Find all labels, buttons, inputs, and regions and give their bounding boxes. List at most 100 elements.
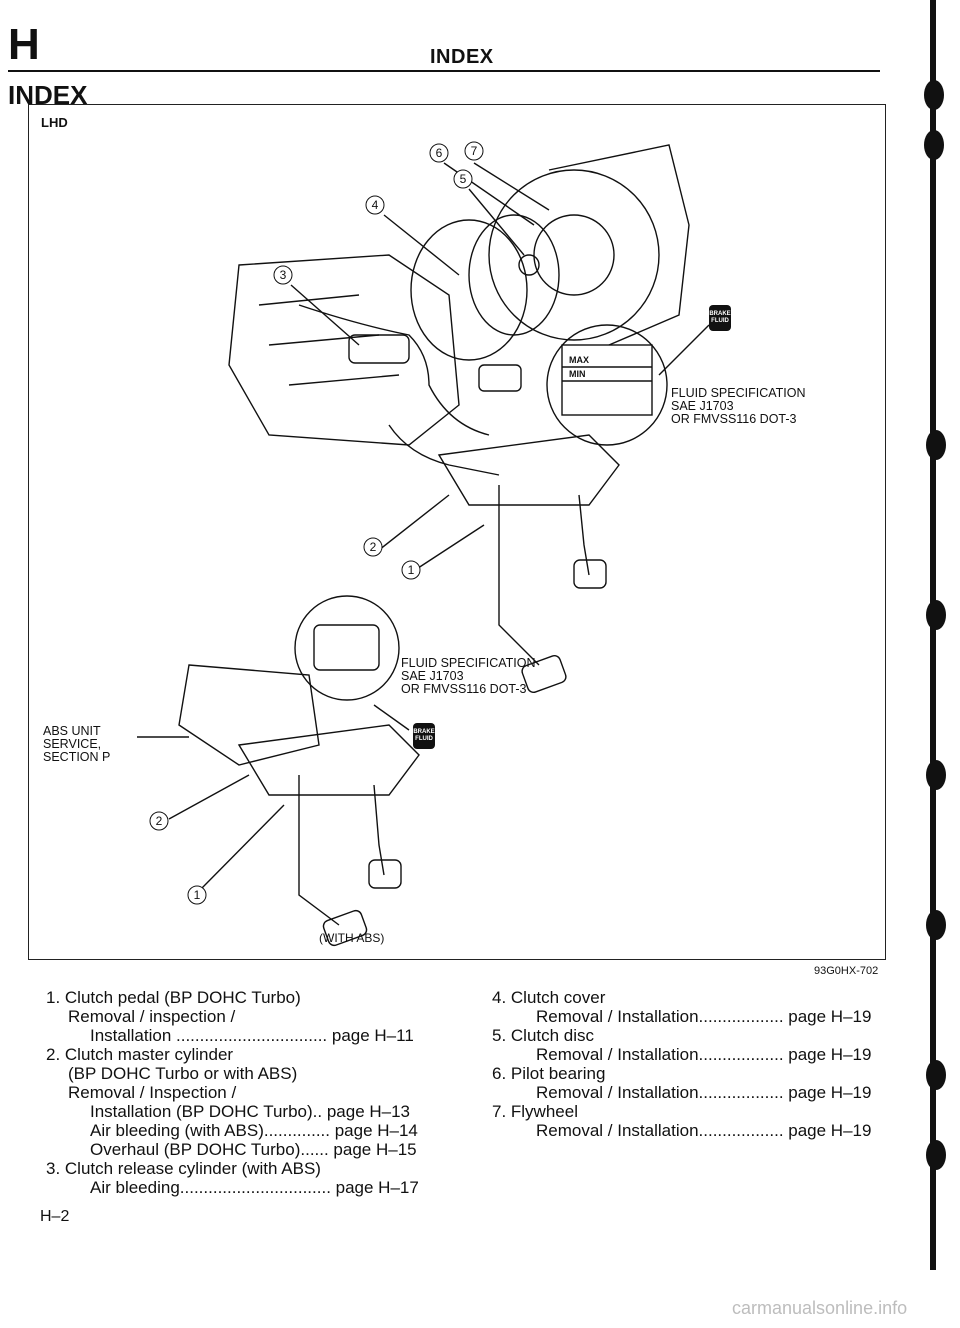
binding-edge-dot xyxy=(924,80,944,110)
master-cylinder-outline xyxy=(478,364,522,392)
figure-frame: LHD xyxy=(28,104,886,960)
hydraulic-line-2 xyxy=(388,424,500,476)
variant-label: LHD xyxy=(41,115,68,130)
index-entry: Removal / Installation..................… xyxy=(536,1007,872,1026)
brake-fluid-badge-mid: BRAKE FLUID xyxy=(413,723,435,749)
index-entry: Removal / Installation..................… xyxy=(536,1045,872,1064)
figure-code: 93G0HX-702 xyxy=(814,965,879,977)
index-entry: Removal / Inspection / xyxy=(68,1083,237,1102)
marker-4: 4 xyxy=(365,195,385,215)
binding-edge-dot xyxy=(924,130,944,160)
fluid-spec-callout-mid: FLUID SPECIFICATION SAE J1703 OR FMVSS11… xyxy=(401,657,536,696)
index-entry: Removal / inspection / xyxy=(68,1007,236,1026)
marker-2-top: 2 xyxy=(363,537,383,557)
marker-2-bottom: 2 xyxy=(149,811,169,831)
svg-text:7: 7 xyxy=(471,144,478,158)
index-entry: Installation ...........................… xyxy=(90,1026,414,1045)
callout-line: FLUID SPECIFICATION xyxy=(401,656,536,670)
flywheel-outline xyxy=(488,169,660,341)
svg-text:4: 4 xyxy=(372,198,379,212)
callout-line: OR FMVSS116 DOT-3 xyxy=(401,682,527,696)
engine-detail xyxy=(258,294,400,386)
abs-unit-note: ABS UNIT SERVICE, SECTION P xyxy=(43,725,110,764)
pilot-bearing-outline xyxy=(518,254,540,276)
marker-5: 5 xyxy=(453,169,473,189)
callout-line: SAE J1703 xyxy=(671,399,734,413)
clutch-pedal-arm-top xyxy=(498,485,540,666)
callout-line: OR FMVSS116 DOT-3 xyxy=(671,412,797,426)
fluid-spec-callout-top: FLUID SPECIFICATION SAE J1703 OR FMVSS11… xyxy=(671,387,806,426)
index-entry: 2. Clutch master cylinder xyxy=(46,1045,234,1064)
callout-line: FLUID SPECIFICATION xyxy=(671,386,806,400)
with-abs-label: (WITH ABS) xyxy=(319,931,385,945)
clutch-hydraulic-illustration: 6 7 5 4 3 2 1 2 1 MAX MIN xyxy=(137,141,710,947)
abs-unit-outline xyxy=(178,664,320,766)
svg-text:2: 2 xyxy=(370,540,377,554)
clutch-disc-outline xyxy=(468,214,560,336)
svg-text:5: 5 xyxy=(460,172,467,186)
engine-block-outline xyxy=(228,254,460,446)
marker-1-top: 1 xyxy=(401,560,421,580)
index-entry: Removal / Installation..................… xyxy=(536,1083,872,1102)
running-title: INDEX xyxy=(430,46,494,68)
brake-pedal-arm-top xyxy=(578,494,590,576)
abs-note-line: SERVICE, xyxy=(43,737,102,751)
page-heading: INDEX xyxy=(8,80,88,110)
hydraulic-line xyxy=(298,304,490,436)
watermark: carmanualsonline.info xyxy=(732,1298,908,1318)
clutch-cover-outline xyxy=(410,219,528,361)
reservoir-body xyxy=(561,344,653,416)
abs-note-line: SECTION P xyxy=(43,750,111,764)
svg-text:6: 6 xyxy=(436,146,443,160)
header-rule xyxy=(8,70,880,72)
index-entry: (BP DOHC Turbo or with ABS) xyxy=(68,1064,298,1083)
clutch-pedal-arm-bottom xyxy=(298,775,340,926)
pedal-bracket-top xyxy=(437,434,620,506)
clutch-pedal-pad-bottom xyxy=(322,909,368,947)
index-entry: 1. Clutch pedal (BP DOHC Turbo) xyxy=(46,988,301,1007)
svg-text:3: 3 xyxy=(280,268,287,282)
marker-7: 7 xyxy=(464,141,484,161)
abs-reservoir-inset xyxy=(294,595,400,701)
brake-pedal-pad-top xyxy=(573,559,607,589)
index-entry: Overhaul (BP DOHC Turbo)...... page H–15 xyxy=(90,1140,417,1159)
bell-housing xyxy=(548,144,690,346)
svg-text:1: 1 xyxy=(194,888,201,902)
flywheel-inner xyxy=(533,214,615,296)
marker-6: 6 xyxy=(429,143,449,163)
brake-pedal-pad-bottom xyxy=(368,859,402,889)
brake-fluid-badge-top: BRAKE FLUID xyxy=(709,305,731,331)
binding-edge-bar xyxy=(930,0,936,1270)
callout-line: SAE J1703 xyxy=(401,669,464,683)
index-entry: 4. Clutch cover xyxy=(492,988,606,1007)
section-letter: H xyxy=(8,20,40,69)
binding-edge-dot xyxy=(926,1060,946,1090)
release-cylinder-outline xyxy=(348,334,410,364)
reservoir-min-label: MIN xyxy=(569,369,586,379)
marker-3: 3 xyxy=(273,265,293,285)
binding-edge-dot xyxy=(926,910,946,940)
binding-edge-dot xyxy=(926,760,946,790)
marker-1-bottom: 1 xyxy=(187,885,207,905)
abs-note-line: ABS UNIT xyxy=(43,724,101,738)
svg-text:1: 1 xyxy=(408,563,415,577)
index-entry: Installation (BP DOHC Turbo).. page H–13 xyxy=(90,1102,411,1121)
index-entry: Air bleeding............................… xyxy=(90,1178,419,1197)
binding-edge-dot xyxy=(926,430,946,460)
brake-pedal-arm-bottom xyxy=(373,784,385,876)
page-number: H–2 xyxy=(40,1208,70,1225)
index-entry: Removal / Installation..................… xyxy=(536,1121,872,1140)
index-entry: 7. Flywheel xyxy=(492,1102,578,1121)
svg-text:2: 2 xyxy=(156,814,163,828)
index-entry: Air bleeding (with ABS).............. pa… xyxy=(90,1121,418,1140)
binding-edge-dot xyxy=(926,1140,946,1170)
binding-edge-dot xyxy=(926,600,946,630)
clutch-pedal-pad-top xyxy=(521,654,567,694)
index-entry: 6. Pilot bearing xyxy=(492,1064,606,1083)
index-entry: 5. Clutch disc xyxy=(492,1026,595,1045)
pedal-bracket-bottom xyxy=(237,724,420,796)
reservoir-max-label: MAX xyxy=(569,355,589,365)
reservoir-inset xyxy=(546,324,668,446)
index-entry: 3. Clutch release cylinder (with ABS) xyxy=(46,1159,321,1178)
